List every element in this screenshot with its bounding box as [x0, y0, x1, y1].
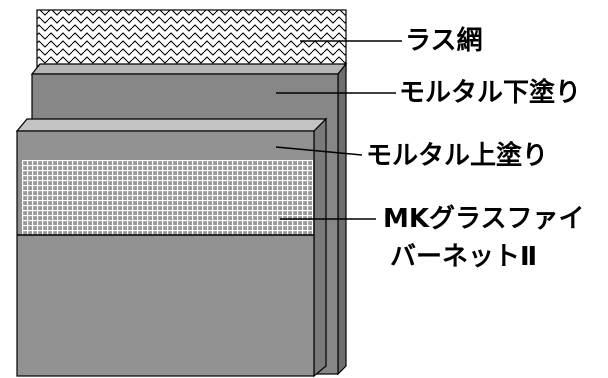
mortar-topcoat-layer	[15, 117, 328, 378]
label-mortar-undercoat: モルタル下塗り	[399, 78, 582, 108]
label-fiber-net-line1: MKグラスファイ	[383, 204, 585, 234]
label-lath-mesh: ラス網	[405, 26, 483, 56]
leader-line-topcoat	[275, 146, 363, 156]
label-fiber-net-line2: バーネットⅡ	[390, 242, 538, 272]
lath-mesh-layer	[36, 9, 347, 73]
glass-fiber-net-layer	[17, 160, 314, 236]
label-mortar-topcoat: モルタル上塗り	[366, 141, 549, 171]
